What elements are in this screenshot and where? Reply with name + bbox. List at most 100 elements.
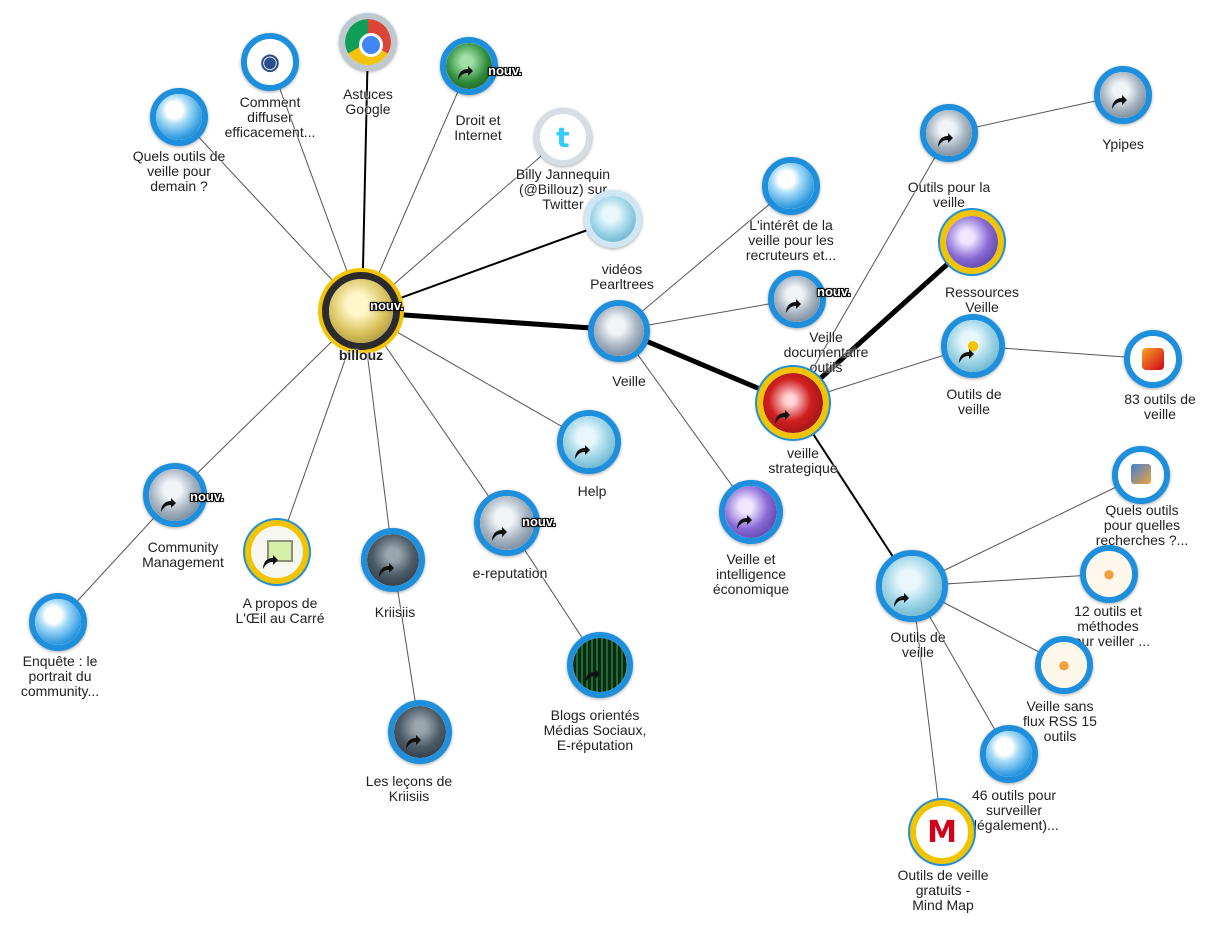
bubble-icon (29, 593, 87, 651)
globe-icon: ◉ (241, 33, 299, 91)
bubble-icon (584, 190, 642, 248)
arrow-icon (585, 669, 600, 683)
arrow-icon (263, 555, 278, 569)
node-label: Outils de veille (890, 629, 946, 660)
node-label: 46 outils pour surveiller (légalement)..… (969, 787, 1059, 833)
arrow-icon (959, 349, 974, 363)
photo-icon (474, 490, 540, 556)
node-label: Outils pour la veille (907, 179, 991, 210)
node-label: A propos de L'Œil au Carré (235, 595, 325, 626)
node-label: Veille et intelligence économique (712, 551, 790, 597)
new-badge: nouv. (522, 514, 556, 529)
arrow-icon (894, 593, 909, 607)
photo-icon (920, 104, 978, 162)
node-label: Outils de veille gratuits - Mind Map (897, 867, 989, 913)
photo-icon (768, 270, 826, 328)
node-label: Quels outils de veille pour demain ? (132, 148, 226, 194)
arrow-icon (406, 735, 421, 749)
person-photo-icon (361, 528, 425, 592)
connection-line (361, 311, 508, 524)
node-label: Veille documentaire outils (783, 329, 869, 375)
connection-line (911, 474, 1142, 587)
node-label: vidéos Pearltrees (590, 261, 654, 292)
twitter-icon: t (534, 108, 592, 166)
node-label: e-reputation (472, 565, 548, 581)
connection-line (619, 329, 752, 513)
photo-icon (143, 463, 207, 527)
connection-line (792, 132, 950, 404)
node-label: Blogs orientés Médias Sociaux, E-réputat… (543, 707, 647, 753)
face-icon (876, 550, 948, 622)
node-label: Ressources Veille (945, 284, 1019, 315)
arrow-icon (775, 410, 790, 424)
node-label: Outils de veille (946, 386, 1002, 417)
node-label: Astuces Google (343, 86, 393, 117)
app-icon (1112, 446, 1170, 504)
arrow-icon (161, 498, 176, 512)
node-label: Comment diffuser efficacement... (224, 94, 316, 140)
new-badge: nouv. (370, 298, 404, 313)
arrow-icon (379, 563, 394, 577)
bubble-icon (980, 725, 1038, 783)
node-label: Les leçons de Kriisiis (365, 773, 453, 804)
node-label: Quels outils pour quelles recherches ?..… (1095, 502, 1189, 548)
node-label: Help (577, 483, 607, 499)
node-label: L'intérêt de la veille pour les recruteu… (745, 217, 837, 263)
avatar (588, 300, 650, 362)
arrow-icon (786, 299, 801, 313)
new-badge: nouv. (488, 63, 522, 78)
arrow-icon (575, 445, 590, 459)
connection-line (361, 311, 590, 443)
new-badge: nouv. (817, 284, 851, 299)
mindmap-logo-icon: M (910, 800, 974, 864)
connection-line (361, 219, 616, 313)
connection-line (791, 240, 974, 405)
connection-line (361, 136, 564, 313)
node-label: Kriisiis (374, 604, 416, 620)
node-label: Ypipes (1102, 136, 1144, 152)
node-label: billouz (338, 347, 384, 363)
connection-line (911, 585, 943, 833)
person-photo-icon (388, 700, 452, 764)
app-icon (1124, 330, 1182, 388)
node-label: Enquête : le portrait du community... (20, 653, 100, 699)
connection-line (361, 41, 369, 313)
photo-icon (1094, 66, 1152, 124)
connection-line (276, 311, 363, 553)
bubble-icon (762, 157, 820, 215)
document-icon (245, 520, 309, 584)
arrow-icon (1112, 95, 1127, 109)
flower-icon (719, 480, 783, 544)
photo-icon (757, 367, 829, 439)
node-label: veille strategique (768, 445, 838, 476)
connection-line (269, 61, 363, 313)
speech-bubble-icon: ● (1035, 636, 1093, 694)
connection-line (179, 116, 363, 313)
node-label: Veille sans flux RSS 15 outils (1023, 698, 1097, 744)
connection-line (361, 311, 394, 561)
clover-icon (440, 37, 498, 95)
matrix-icon (567, 632, 633, 698)
arrow-icon (737, 515, 752, 529)
avatar (322, 272, 400, 350)
puzzle-icon (940, 210, 1004, 274)
bird-icon: ● (941, 314, 1005, 378)
node-label: Community Management (142, 539, 224, 570)
node-label: 83 outils de veille (1124, 391, 1196, 422)
arrow-icon (458, 66, 473, 80)
bubble-icon (150, 88, 208, 146)
new-badge: nouv. (190, 489, 224, 504)
node-label: Billy Jannequin (@Billouz) sur Twitter (515, 166, 611, 212)
arrow-icon (938, 133, 953, 147)
connection-line (174, 311, 363, 496)
chrome-icon (339, 13, 397, 71)
connection-line (361, 309, 621, 333)
speech-bubble-icon: ● (1080, 545, 1138, 603)
node-label: Veille (612, 373, 646, 389)
connection-line (619, 185, 792, 331)
character-icon (557, 410, 621, 474)
arrow-icon (492, 527, 507, 541)
connection-line (361, 65, 470, 313)
node-label: Droit et Internet (454, 112, 502, 143)
